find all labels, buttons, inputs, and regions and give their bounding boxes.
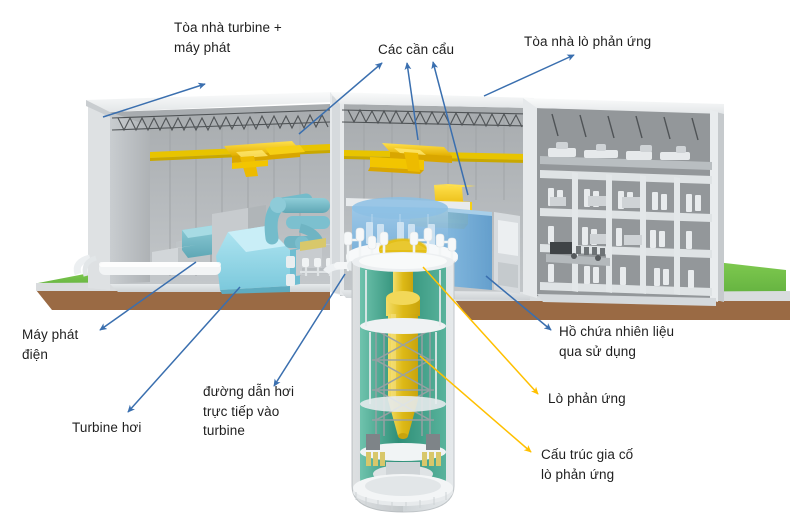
shaft-base-pedestal <box>353 474 453 510</box>
roof-trusses-turbine-hall <box>111 109 330 132</box>
label-direct-steam-line: đường dẫn hơi trực tiếp vào turbine <box>203 384 295 439</box>
arrow-reactor-support-structure <box>419 355 532 453</box>
arrow-reactor <box>422 266 539 395</box>
fuel-storage-building <box>523 98 724 306</box>
arrow-cranes-2 <box>404 62 419 141</box>
arrow-cranes-1 <box>298 62 383 135</box>
arrow-turbine-generator-building <box>102 82 206 118</box>
overhead-crane-2 <box>368 143 452 174</box>
reactor-support-structure <box>372 329 434 436</box>
arrow-reactor-building <box>483 54 575 97</box>
reactor-hall <box>323 92 534 300</box>
arrow-spent-fuel-pool <box>485 275 552 331</box>
rack-level-machinery <box>546 242 610 266</box>
reactor-shaft <box>351 252 455 513</box>
label-spent-fuel-pool: Hồ chứa nhiên liệu qua sử dụng <box>559 324 675 359</box>
fuel-handling-machine-row <box>540 142 712 170</box>
label-cranes: Các cần cẩu <box>378 42 455 57</box>
arrow-cranes-3 <box>431 61 469 196</box>
label-reactor-building: Tòa nhà lò phản ứng <box>524 34 652 49</box>
label-reactor-support-structure: Cấu trúc gia cố lò phản ứng <box>541 447 634 482</box>
label-reactor: Lò phản ứng <box>548 391 626 406</box>
label-steam-turbine: Turbine hơi <box>72 420 142 435</box>
label-generator: Máy phát điện <box>22 327 79 362</box>
label-turbine-generator-building: Tòa nhà turbine + máy phát <box>174 20 282 55</box>
arrow-steam-turbine <box>127 286 241 413</box>
turbine-hall <box>73 92 336 294</box>
overhead-crane-1 <box>224 141 305 177</box>
arrow-generator <box>99 261 197 331</box>
roof-trusses-reactor-hall <box>341 108 530 128</box>
arrow-direct-steam-line <box>273 273 346 387</box>
